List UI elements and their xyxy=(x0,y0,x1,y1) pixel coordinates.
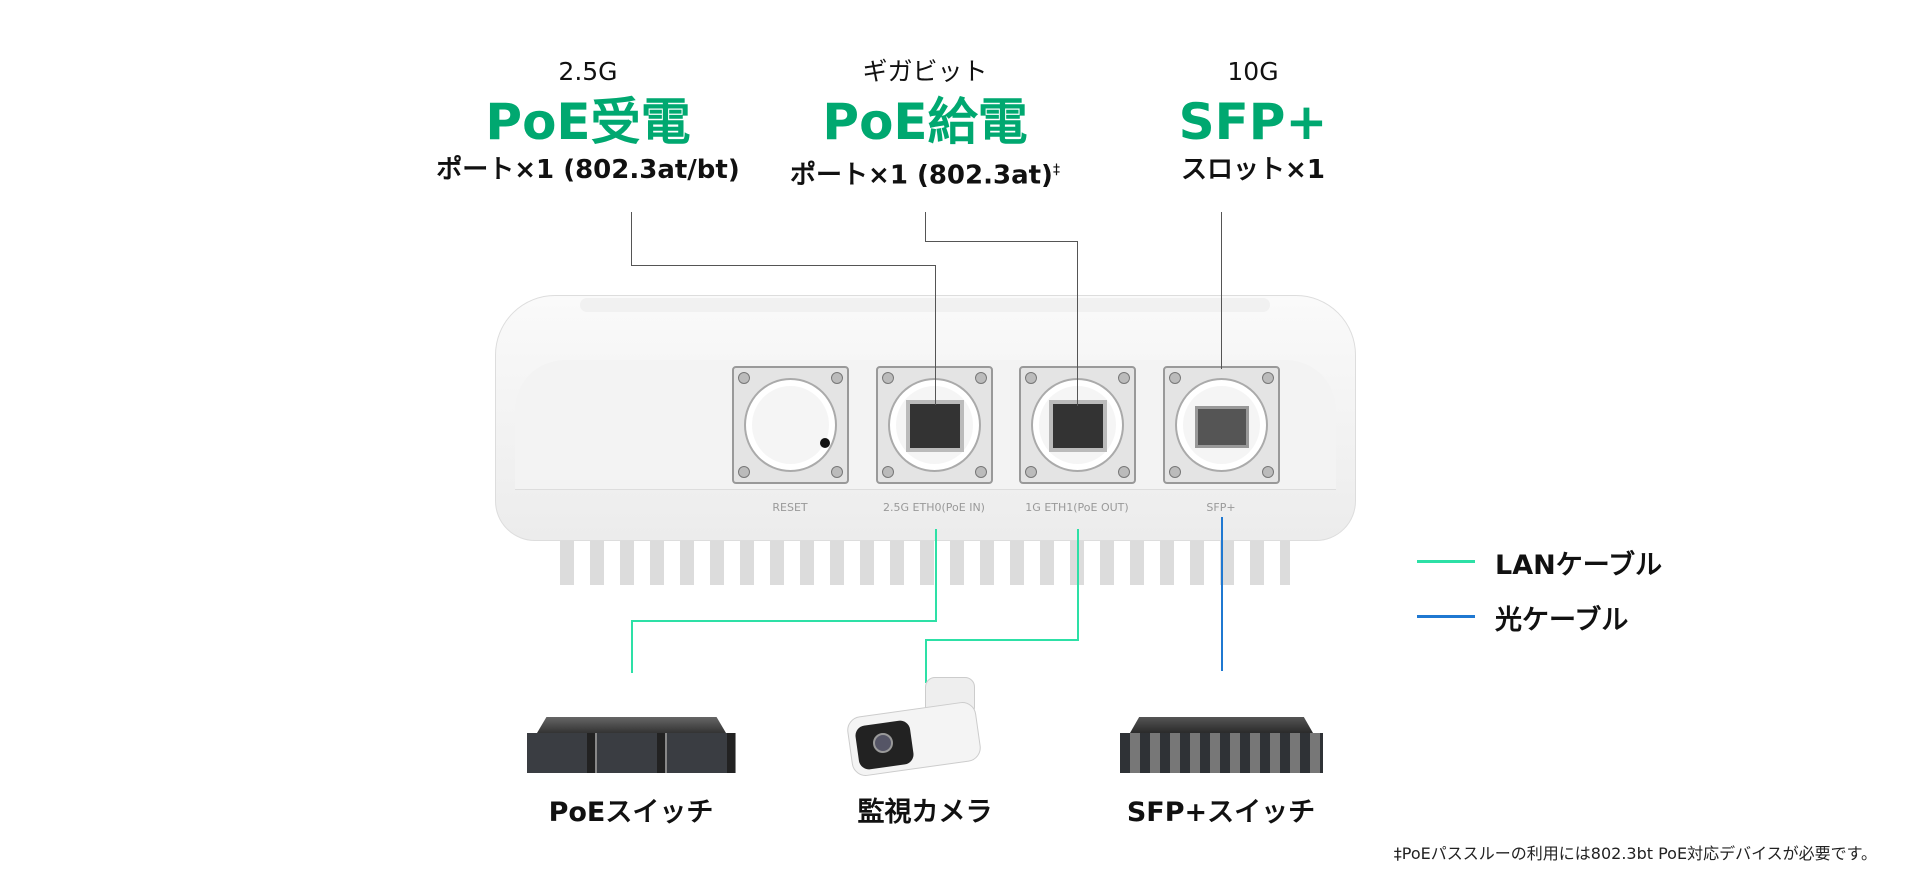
footnote-mark: ‡ xyxy=(1052,162,1060,178)
leader-line xyxy=(925,241,1077,242)
callout-desc-text: ポート×1 (802.3at) xyxy=(790,160,1053,191)
device-label: 監視カメラ xyxy=(857,797,993,828)
leader-line xyxy=(631,212,632,265)
callout-desc: スロット×1 xyxy=(1181,155,1325,185)
device-label: SFP+スイッチ xyxy=(1126,797,1316,828)
leader-line xyxy=(1077,241,1078,406)
eth1-port xyxy=(1019,366,1136,484)
lan-cable xyxy=(925,639,927,683)
leader-line xyxy=(631,265,935,266)
leader-line xyxy=(935,265,936,405)
rj45-icon xyxy=(1049,400,1107,452)
callout-title: PoE給電 xyxy=(822,93,1028,151)
port-label: 1G ETH1(PoE OUT) xyxy=(1025,501,1129,514)
lan-cable xyxy=(1077,529,1079,640)
port-label: RESET xyxy=(772,501,808,514)
lan-cable xyxy=(925,639,1079,641)
lan-cable xyxy=(935,529,937,621)
reset-hole xyxy=(820,438,830,448)
fiber-cable xyxy=(1221,517,1223,671)
callout-title: SFP+ xyxy=(1178,93,1328,151)
reset-port xyxy=(732,366,849,484)
lan-cable xyxy=(631,620,937,622)
rj45-icon xyxy=(906,400,964,452)
eth0-port xyxy=(876,366,993,484)
sfp-switch-image xyxy=(1120,717,1323,773)
device-top xyxy=(580,298,1270,312)
callout-speed: ギガビット xyxy=(862,57,988,86)
poe-switch-image xyxy=(527,717,736,773)
callout-desc: ポート×1 (802.3at)‡ xyxy=(745,152,1105,194)
callout-poe-out: ギガビット PoE給電 ポート×1 (802.3at)‡ xyxy=(745,52,1105,194)
leader-line xyxy=(925,212,926,241)
legend-fiber-swatch xyxy=(1417,615,1475,618)
legend-fiber-label: 光ケーブル xyxy=(1495,605,1629,636)
callout-poe-in: 2.5G PoE受電 ポート×1 (802.3at/bt) xyxy=(408,52,768,188)
lan-cable xyxy=(631,620,633,673)
port-label: SFP+ xyxy=(1206,501,1236,514)
footnote: ‡PoEパススルーの利用には802.3bt PoE対応デバイスが必要です。 xyxy=(1393,844,1877,863)
device-label: PoEスイッチ xyxy=(548,797,714,828)
callout-sfp: 10G SFP+ スロット×1 xyxy=(1073,52,1433,188)
sfp-cage-icon xyxy=(1195,406,1249,448)
legend-lan-swatch xyxy=(1417,560,1475,563)
legend-lan-label: LANケーブル xyxy=(1495,550,1663,581)
port-label: 2.5G ETH0(PoE IN) xyxy=(883,501,985,514)
callout-desc: ポート×1 (802.3at/bt) xyxy=(436,155,740,185)
callout-title: PoE受電 xyxy=(485,93,691,151)
callout-speed: 10G xyxy=(1227,57,1279,86)
callout-speed: 2.5G xyxy=(558,57,618,86)
camera-image xyxy=(845,677,991,788)
heatsink-fins xyxy=(560,541,1290,585)
sfp-port xyxy=(1163,366,1280,484)
leader-line xyxy=(1221,212,1222,369)
